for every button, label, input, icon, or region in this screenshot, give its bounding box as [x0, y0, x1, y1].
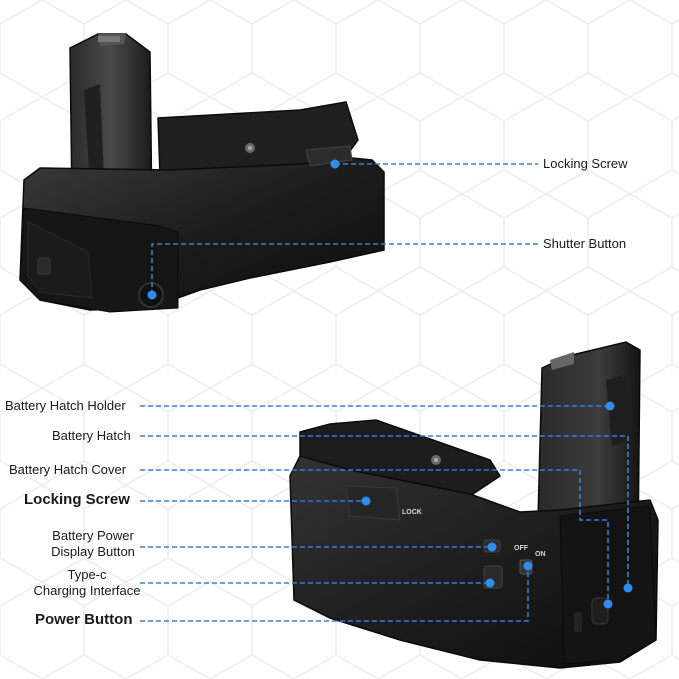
label-bottom-locking-screw: Locking Screw — [24, 491, 130, 508]
label-battery-hatch-holder: Battery Hatch Holder — [5, 398, 126, 413]
label-typec-line1: Type-c — [67, 567, 107, 582]
label-typec-line2: Charging Interface — [33, 583, 141, 598]
label-power-button: Power Button — [35, 611, 133, 628]
label-shutter-button: Shutter Button — [543, 236, 627, 251]
label-battery-hatch-cover: Battery Hatch Cover — [9, 462, 127, 477]
label-battery-power-display-line1: Battery Power — [52, 528, 134, 543]
on-print: ON — [535, 551, 546, 558]
label-battery-power-display-line2: Display Button — [51, 544, 135, 559]
label-battery-hatch: Battery Hatch — [52, 428, 131, 443]
label-typec: Type-c Charging Interface — [32, 567, 142, 599]
off-print: OFF — [514, 545, 529, 552]
label-battery-power-display: Battery Power Display Button — [44, 528, 142, 560]
lock-print: LOCK — [402, 509, 422, 516]
label-top-locking-screw: Locking Screw — [543, 156, 628, 171]
